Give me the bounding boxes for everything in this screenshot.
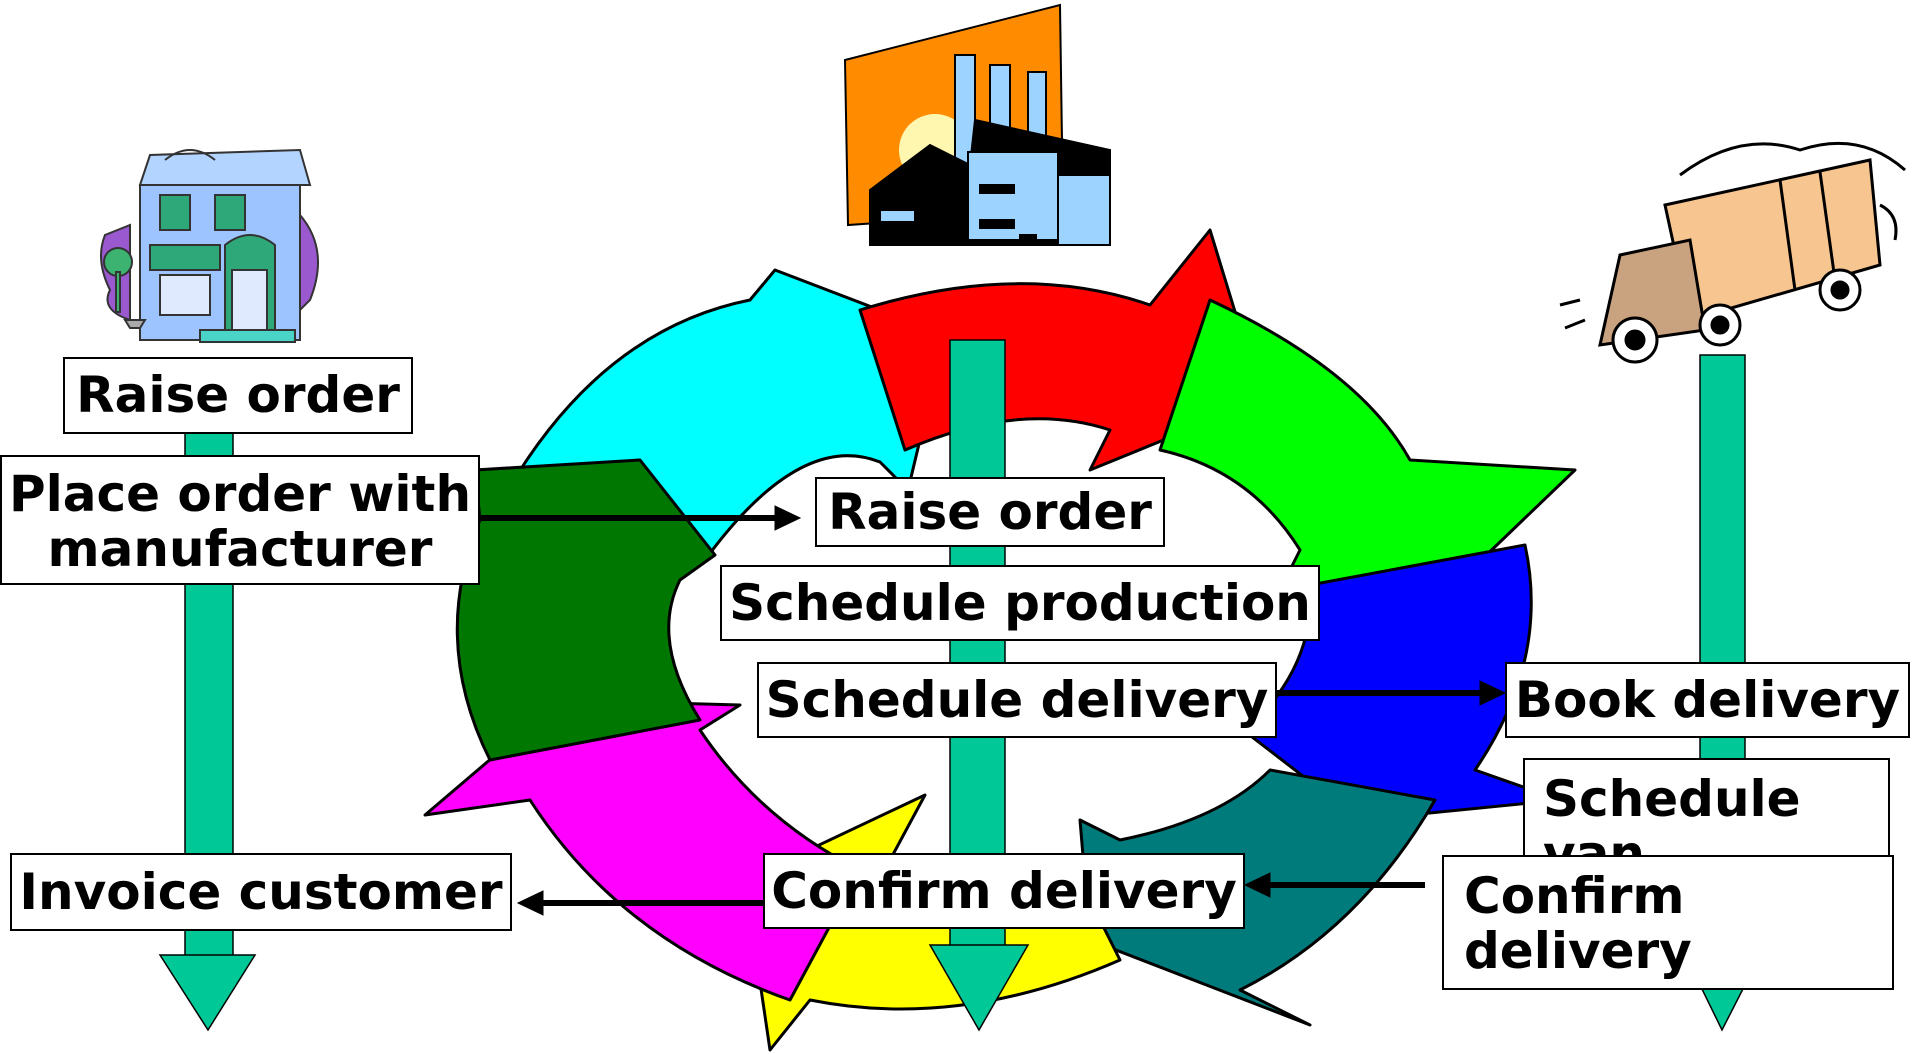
book-delivery-label: Book delivery: [1514, 671, 1901, 729]
cycle-arrow-teal: [1078, 768, 1437, 1027]
arrowhead-right-confirm-to-center: [1243, 872, 1271, 898]
factory-icon: [843, 3, 1111, 246]
cycle-arrow-darkgreen: [455, 458, 717, 762]
center-pipe-arrowhead: [928, 944, 1030, 1032]
arrowhead-schedule-to-book: [1479, 680, 1507, 706]
arrowhead-place-to-raise: [774, 505, 802, 531]
connector-arrows: [478, 505, 1507, 916]
right-confirm-delivery-box: Confirm delivery: [1442, 855, 1894, 990]
center-confirm-delivery-label: Confirm delivery: [771, 862, 1237, 920]
schedule-van-box: Schedule van: [1523, 758, 1890, 858]
place-order-box: Place order with manufacturer: [0, 455, 480, 585]
place-order-label-line1: Place order with: [8, 465, 472, 523]
place-order-label-line2: manufacturer: [47, 520, 433, 578]
schedule-production-label: Schedule production: [729, 574, 1311, 632]
delivery-truck-icon: [1559, 141, 1906, 364]
left-raise-order-box: Raise order: [63, 357, 413, 434]
schedule-production-box: Schedule production: [720, 565, 1320, 641]
schedule-delivery-box: Schedule delivery: [757, 662, 1277, 738]
right-pipe-arrowhead: [1698, 984, 1747, 1032]
schedule-van-label-line2: van: [1543, 825, 1645, 858]
retail-shop-icon: [100, 148, 319, 343]
invoice-customer-label: Invoice customer: [19, 863, 503, 921]
left-pipe-arrowhead: [158, 954, 257, 1032]
center-raise-order-box: Raise order: [815, 477, 1165, 547]
cycle-arrow-green: [1158, 298, 1577, 592]
book-delivery-box: Book delivery: [1505, 662, 1910, 738]
cycle-ring: [423, 228, 1577, 1052]
left-raise-order-label: Raise order: [76, 366, 400, 424]
center-confirm-delivery-box: Confirm delivery: [763, 853, 1245, 929]
right-confirm-delivery-label-line1: Confirm: [1464, 867, 1685, 925]
center-raise-order-label: Raise order: [828, 483, 1152, 541]
schedule-delivery-label: Schedule delivery: [765, 671, 1269, 729]
invoice-customer-box: Invoice customer: [10, 853, 512, 931]
cycle-arrow-magenta: [423, 698, 862, 1002]
schedule-van-label-line1: Schedule: [1543, 770, 1801, 828]
arrowhead-confirm-to-invoice: [516, 890, 544, 916]
right-confirm-delivery-label-line2: delivery: [1464, 922, 1692, 980]
